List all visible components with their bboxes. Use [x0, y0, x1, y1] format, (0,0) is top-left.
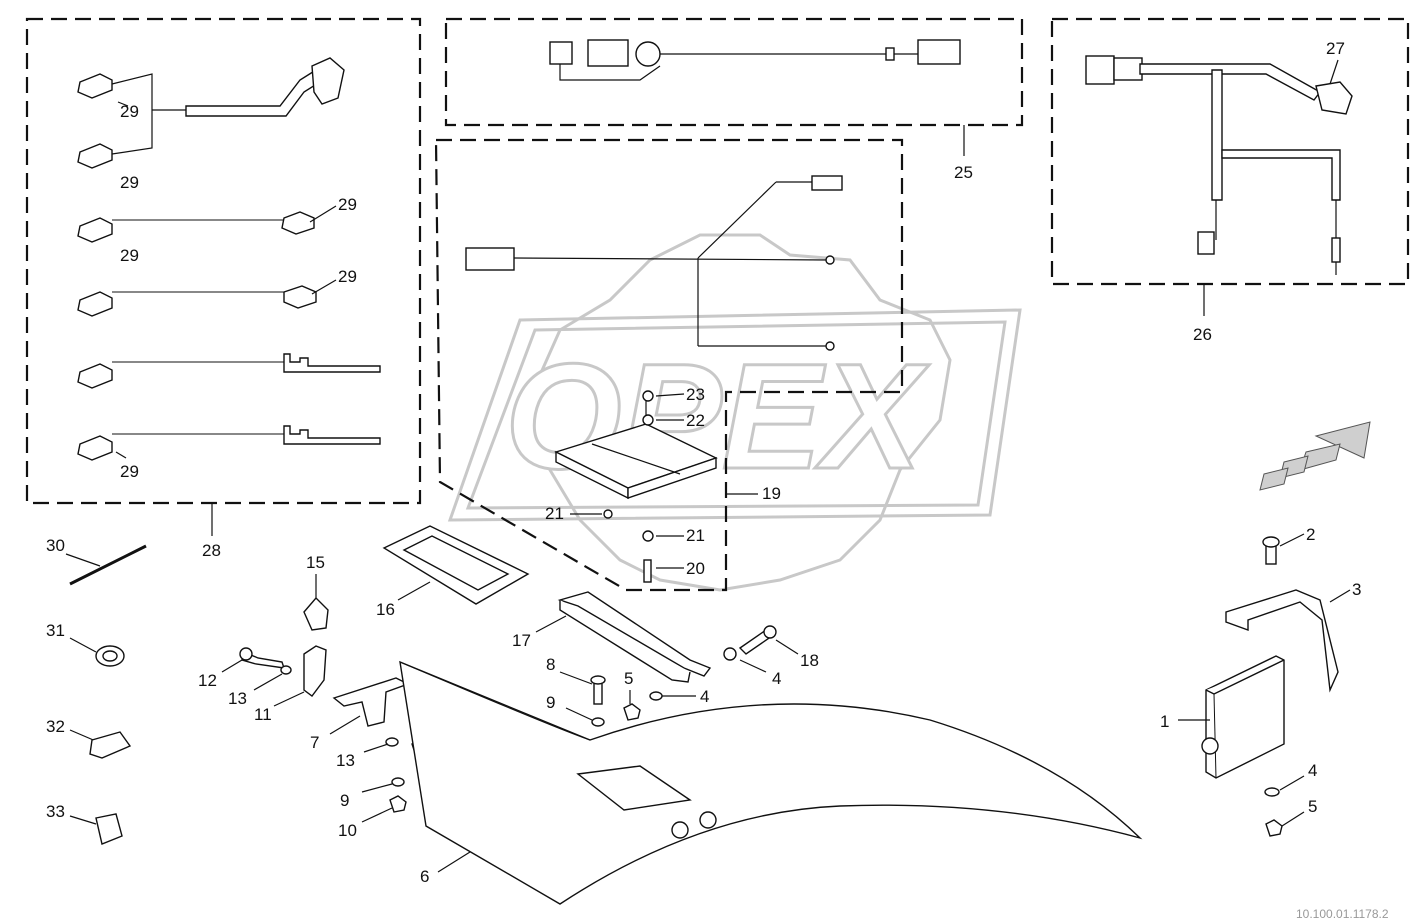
callout-5-a: 5	[624, 669, 633, 688]
callout-4-b: 4	[772, 669, 781, 688]
watermark-text: OPEX	[505, 332, 930, 500]
fuse-holder-icon	[89, 731, 132, 759]
group-26-box	[1050, 17, 1410, 286]
callout-29-a: 29	[120, 102, 139, 121]
group-26-label: 26	[1193, 325, 1212, 344]
group-25-box	[444, 17, 1024, 127]
watermark: OPEX	[447, 233, 1022, 592]
callout-11: 11	[254, 705, 272, 724]
group-19-label: 19	[762, 484, 781, 503]
group-28-label: 28	[202, 541, 221, 560]
callout-31: 31	[46, 621, 65, 640]
direction-arrow-icon	[1259, 421, 1371, 491]
fuse-icon	[95, 813, 123, 845]
callout-2: 2	[1306, 525, 1315, 544]
callout-30: 30	[46, 536, 65, 555]
group-28-box	[25, 17, 422, 505]
callout-22: 22	[686, 411, 705, 430]
control-unit-icon	[1205, 655, 1285, 779]
callout-18: 18	[800, 651, 819, 670]
cover-panel	[399, 660, 1143, 905]
callout-16: 16	[376, 600, 395, 619]
callout-4-a: 4	[700, 687, 709, 706]
callout-13-a: 13	[228, 689, 247, 708]
callout-1: 1	[1160, 712, 1169, 731]
group-19-box	[434, 138, 904, 592]
callout-32: 32	[46, 717, 65, 736]
terminal-lead-icon	[77, 205, 337, 243]
callout-5-b: 5	[1308, 797, 1317, 816]
callout-6: 6	[420, 867, 429, 886]
callout-33: 33	[46, 802, 65, 821]
sensor-wiring-icon	[465, 175, 843, 583]
group-25-label: 25	[954, 163, 973, 182]
callout-7: 7	[310, 733, 319, 752]
mounting-bracket-icon	[332, 677, 410, 727]
terminal-lead-icon	[77, 425, 381, 461]
callout-29-e: 29	[338, 267, 357, 286]
callout-15: 15	[306, 553, 325, 572]
callout-13-b: 13	[336, 751, 355, 770]
callout-4-c: 4	[1308, 761, 1317, 780]
callout-21-a: 21	[545, 504, 564, 523]
callout-23: 23	[686, 385, 705, 404]
callout-27: 27	[1326, 39, 1345, 58]
clip-icon	[303, 596, 329, 631]
callout-9-a: 9	[340, 791, 349, 810]
mounting-strap-icon	[1225, 589, 1339, 693]
bracket-icon	[303, 645, 327, 697]
terminal-lead-icon	[77, 353, 381, 389]
callout-29-d: 29	[120, 246, 139, 265]
callout-9-b: 9	[546, 693, 555, 712]
callout-29-c: 29	[338, 195, 357, 214]
callout-20: 20	[686, 559, 705, 578]
callout-8: 8	[546, 655, 555, 674]
cable-tie-icon	[69, 544, 147, 586]
callout-10: 10	[338, 821, 357, 840]
document-code: 10.100.01.1178.2	[1296, 907, 1389, 920]
bracket-frame-icon	[557, 591, 712, 677]
cable-plug-icon	[549, 39, 961, 81]
callout-29-f: 29	[120, 462, 139, 481]
callout-21-b: 21	[686, 526, 705, 545]
terminal-connector-icon	[77, 57, 345, 169]
callout-17: 17	[512, 631, 531, 650]
callout-29-b: 29	[120, 173, 139, 192]
callout-12: 12	[198, 671, 217, 690]
callout-3: 3	[1352, 580, 1361, 599]
wiring-harness-icon	[1085, 55, 1353, 275]
terminal-lead-icon	[77, 279, 337, 317]
